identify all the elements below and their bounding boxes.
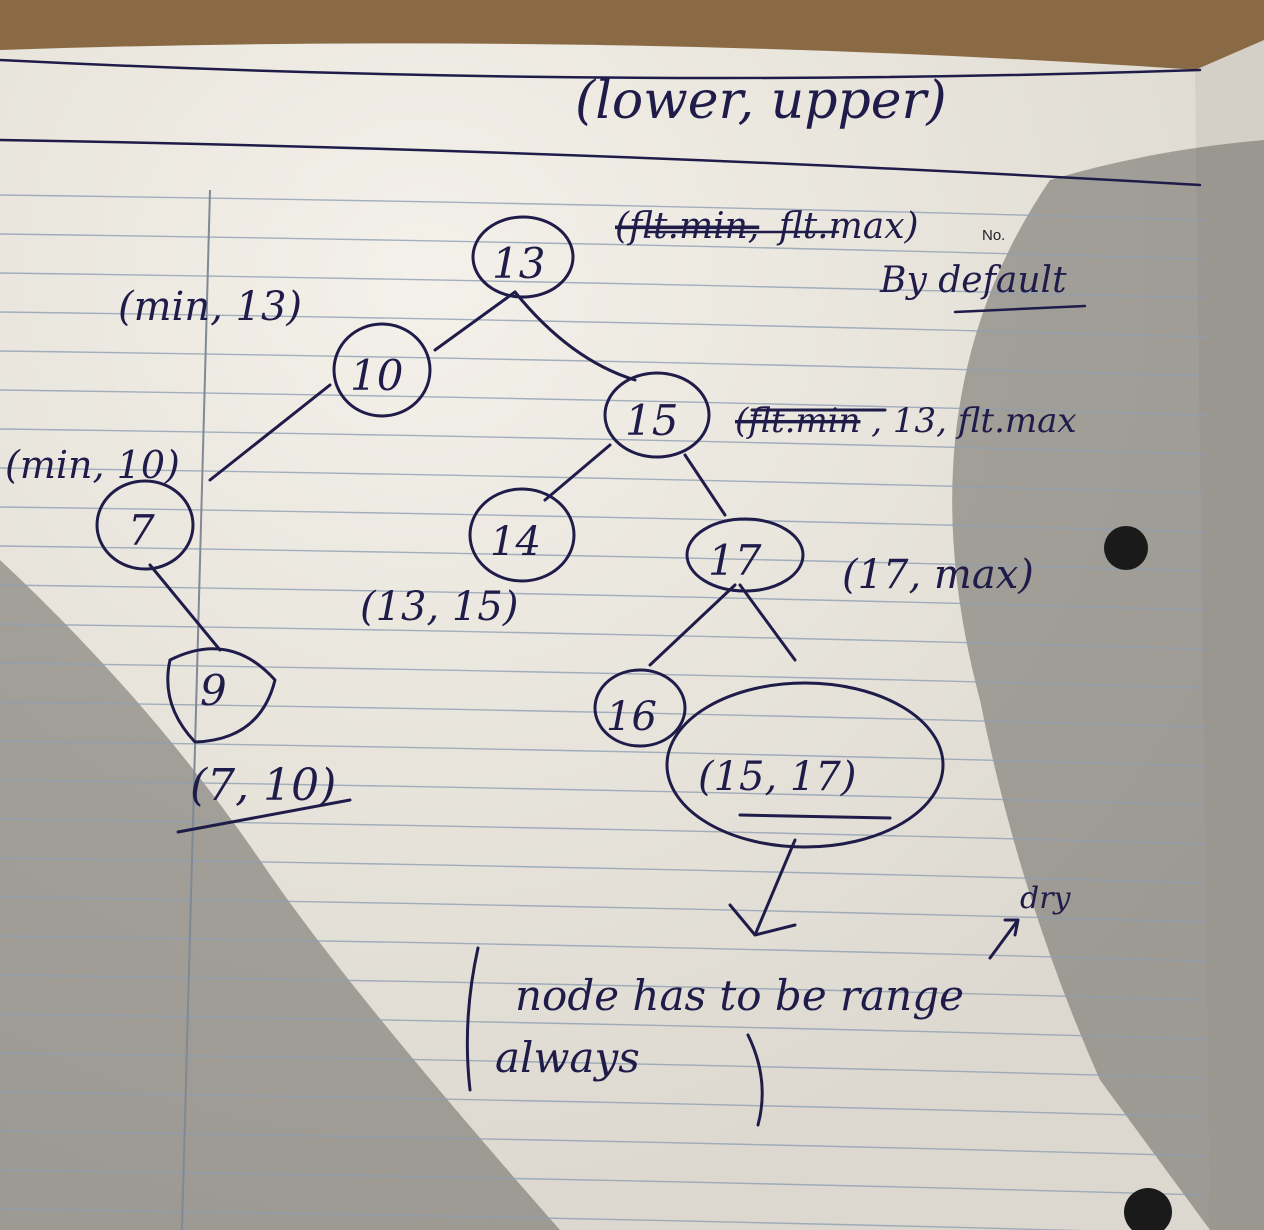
struck-text: (flt.min, xyxy=(615,206,759,247)
svg-text:10: 10 xyxy=(350,351,403,400)
ruled-line xyxy=(0,506,1206,533)
lower-left-shadow xyxy=(0,560,560,1230)
ruled-line xyxy=(0,701,1206,728)
svg-text:(flt.min, flt.max): (flt.min, flt.max) xyxy=(615,206,919,247)
ruled-line xyxy=(0,1052,1206,1079)
edge-17-right xyxy=(738,583,797,662)
ruled-line xyxy=(0,467,1206,494)
ruled-line xyxy=(0,1130,1206,1157)
svg-text:9: 9 xyxy=(200,666,227,715)
edge-15-17 xyxy=(683,453,727,517)
svg-text:dry: dry xyxy=(1020,881,1072,916)
svg-text:always: always xyxy=(495,1033,640,1082)
printed-no-label: No. xyxy=(982,227,1005,244)
ruled-line xyxy=(0,1091,1206,1118)
range-node-7: (min, 10) xyxy=(5,443,180,487)
ruled-line xyxy=(0,272,1206,299)
margin-line xyxy=(181,189,211,1230)
ruled-line xyxy=(0,545,1206,572)
range-node-16: (15, 17) xyxy=(665,681,945,849)
ruled-line xyxy=(0,896,1206,923)
range-node-10: (min, 13) xyxy=(118,284,302,330)
node-16: 16 xyxy=(593,668,687,748)
edge-10-7 xyxy=(208,383,332,482)
top-double-rule xyxy=(0,58,1202,80)
ruled-line xyxy=(0,935,1206,962)
node-7: 7 xyxy=(95,479,195,571)
svg-text:7: 7 xyxy=(128,506,155,555)
svg-text:16: 16 xyxy=(606,694,657,740)
svg-text:node has to be range: node has to be range xyxy=(515,971,964,1020)
ruled-line xyxy=(0,311,1206,338)
svg-text:13: 13 xyxy=(492,239,545,288)
ruled-line xyxy=(0,1208,1085,1230)
ruled-line xyxy=(0,1013,1206,1040)
edge-13-10 xyxy=(433,290,517,352)
ruled-line xyxy=(0,623,1206,650)
svg-text:(7, 10): (7, 10) xyxy=(190,760,336,811)
ruled-line xyxy=(0,584,1206,611)
ruled-line xyxy=(0,1169,1206,1196)
ruled-line xyxy=(0,389,1206,416)
node-10: 10 xyxy=(332,322,432,418)
ruled-lines xyxy=(0,194,1206,1230)
ruled-line xyxy=(0,974,1206,1001)
svg-text:14: 14 xyxy=(490,519,541,565)
node-15: 15 xyxy=(603,371,711,459)
range-node-14: (13, 15) xyxy=(360,584,518,630)
node-9: 9 xyxy=(166,647,277,744)
arrow-down xyxy=(728,838,797,937)
range-node-17: (17, max) xyxy=(842,552,1034,598)
svg-text:(flt.min , 13, flt.max: (flt.min , 13, flt.max xyxy=(735,401,1077,441)
ruled-line xyxy=(0,857,1206,884)
ruled-line xyxy=(0,779,1206,806)
ruled-line xyxy=(0,350,1206,377)
svg-text:By default: By default xyxy=(879,260,1067,301)
svg-text:15: 15 xyxy=(625,396,678,445)
edge-13-15 xyxy=(513,290,637,382)
node-13: 13 xyxy=(471,215,575,299)
edge-15-14 xyxy=(543,443,612,502)
insert-caret xyxy=(988,918,1020,960)
edge-17-16 xyxy=(648,583,737,667)
struck-text-15: (flt.min xyxy=(735,401,860,441)
tree-edges xyxy=(148,290,1020,960)
header-rule xyxy=(0,138,1202,187)
ruled-line xyxy=(0,662,1206,689)
tree-nodes: 13 10 15 7 14 17 9 16 xyxy=(95,215,805,748)
ruled-line xyxy=(0,233,1206,260)
title-text: (lower, upper) xyxy=(575,71,947,131)
punch-hole xyxy=(1104,526,1148,570)
ruled-line xyxy=(0,818,1206,845)
node-17: 17 xyxy=(685,517,805,593)
svg-text:(15, 17): (15, 17) xyxy=(698,754,856,800)
range-node-9: (7, 10) xyxy=(176,760,352,834)
root-range-annotation: (flt.min, flt.max) No. By default xyxy=(615,206,1087,314)
bottom-note: node has to be range dry always xyxy=(465,881,1072,1127)
ruled-line xyxy=(0,194,1206,221)
edge-7-9 xyxy=(148,563,222,652)
punch-hole xyxy=(1124,1188,1172,1230)
ruled-line xyxy=(0,428,1206,455)
ruled-line xyxy=(0,740,1206,767)
svg-text:17: 17 xyxy=(708,536,762,585)
node-14: 14 xyxy=(468,487,576,583)
range-node-15: (flt.min , 13, flt.max xyxy=(735,401,1077,441)
